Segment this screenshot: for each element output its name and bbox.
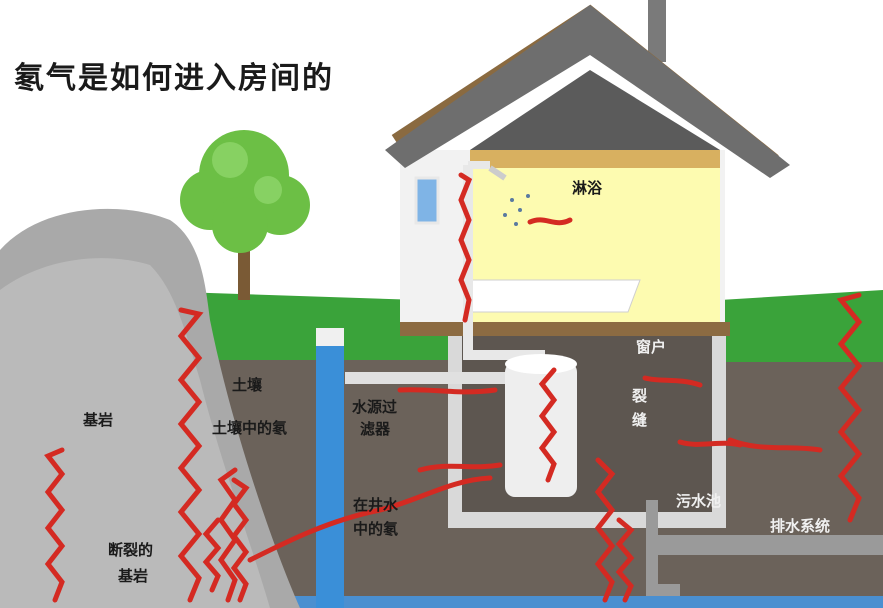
radon-arrow bbox=[836, 292, 863, 523]
radon-arrow bbox=[247, 475, 493, 563]
radon-arrow bbox=[458, 172, 473, 323]
page-title: 氡气是如何进入房间的 bbox=[14, 61, 334, 96]
floor-slab bbox=[400, 322, 730, 336]
well-shaft bbox=[316, 335, 344, 608]
chimney bbox=[648, 0, 666, 62]
water-tank bbox=[505, 362, 577, 497]
roof bbox=[385, 5, 790, 178]
attic bbox=[470, 70, 720, 150]
basement-floor bbox=[448, 512, 726, 528]
label-radon-in-soil: 土壤中的氡 bbox=[212, 419, 288, 437]
basement-wall-right bbox=[712, 336, 726, 526]
well-cap bbox=[316, 328, 344, 346]
label-crack-2: 缝 bbox=[632, 411, 648, 429]
label-drain: 排水系统 bbox=[770, 517, 831, 535]
radon-arrow bbox=[538, 367, 558, 483]
label-fractured-1: 断裂的 bbox=[108, 541, 154, 559]
bedrock-face bbox=[0, 258, 270, 608]
label-radon-in-well-2: 中的氡 bbox=[353, 520, 399, 538]
label-crack-1: 裂 bbox=[632, 387, 648, 405]
radon-arrow bbox=[642, 375, 703, 388]
ceiling-beam bbox=[470, 150, 720, 168]
side-window bbox=[414, 176, 440, 225]
label-water-filter-2: 滤器 bbox=[360, 420, 391, 438]
sump-pipe bbox=[646, 500, 680, 596]
radon-arrow bbox=[202, 517, 222, 593]
basement-wall-left bbox=[448, 336, 462, 526]
radon-arrow bbox=[417, 462, 503, 473]
radon-arrow bbox=[177, 307, 204, 603]
label-sump: 污水池 bbox=[676, 492, 722, 510]
radon-arrow bbox=[727, 437, 823, 453]
radon-arrow bbox=[230, 477, 250, 603]
label-window: 窗户 bbox=[636, 338, 667, 356]
basement-interior bbox=[462, 336, 712, 512]
tree-icon bbox=[180, 130, 310, 253]
radon-arrow bbox=[217, 467, 239, 603]
shower-icon bbox=[488, 165, 530, 226]
label-shower: 淋浴 bbox=[572, 179, 603, 197]
radon-arrow bbox=[397, 387, 498, 395]
radon-arrow bbox=[615, 517, 635, 603]
label-water-filter-1: 水源过 bbox=[352, 398, 398, 416]
label-bedrock: 基岩 bbox=[83, 411, 114, 429]
radon-arrows bbox=[44, 172, 863, 603]
radon-arrow bbox=[594, 457, 616, 603]
radon-arrow bbox=[527, 217, 573, 226]
label-fractured-2: 基岩 bbox=[118, 567, 149, 585]
label-radon-in-well-1: 在井水 bbox=[353, 496, 399, 514]
bathtub bbox=[469, 279, 641, 313]
label-soil: 土壤 bbox=[232, 376, 263, 394]
radon-arrow bbox=[44, 447, 66, 603]
